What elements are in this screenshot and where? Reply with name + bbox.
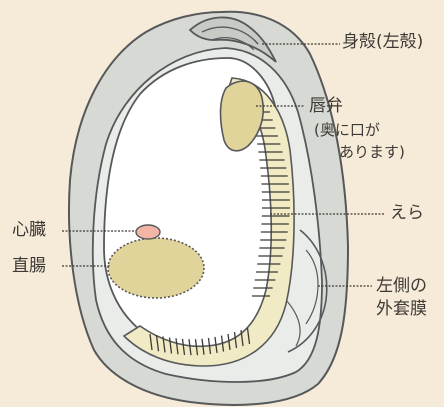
label-mantle-line-1: 左側の xyxy=(376,276,427,297)
rectum xyxy=(108,238,204,298)
label-palp-note-2: あります) xyxy=(339,143,405,162)
heart xyxy=(136,225,160,239)
label-palp-note-1: (奥に口が xyxy=(314,121,380,140)
label-gills: えら xyxy=(390,203,424,224)
label-rectum: 直腸 xyxy=(12,256,46,277)
label-mantle-line-2: 外套膜 xyxy=(376,299,427,320)
label-heart: 心臓 xyxy=(12,220,46,241)
label-palp: 唇弁 xyxy=(309,96,343,117)
label-shell: 身殻(左殻) xyxy=(342,32,423,53)
